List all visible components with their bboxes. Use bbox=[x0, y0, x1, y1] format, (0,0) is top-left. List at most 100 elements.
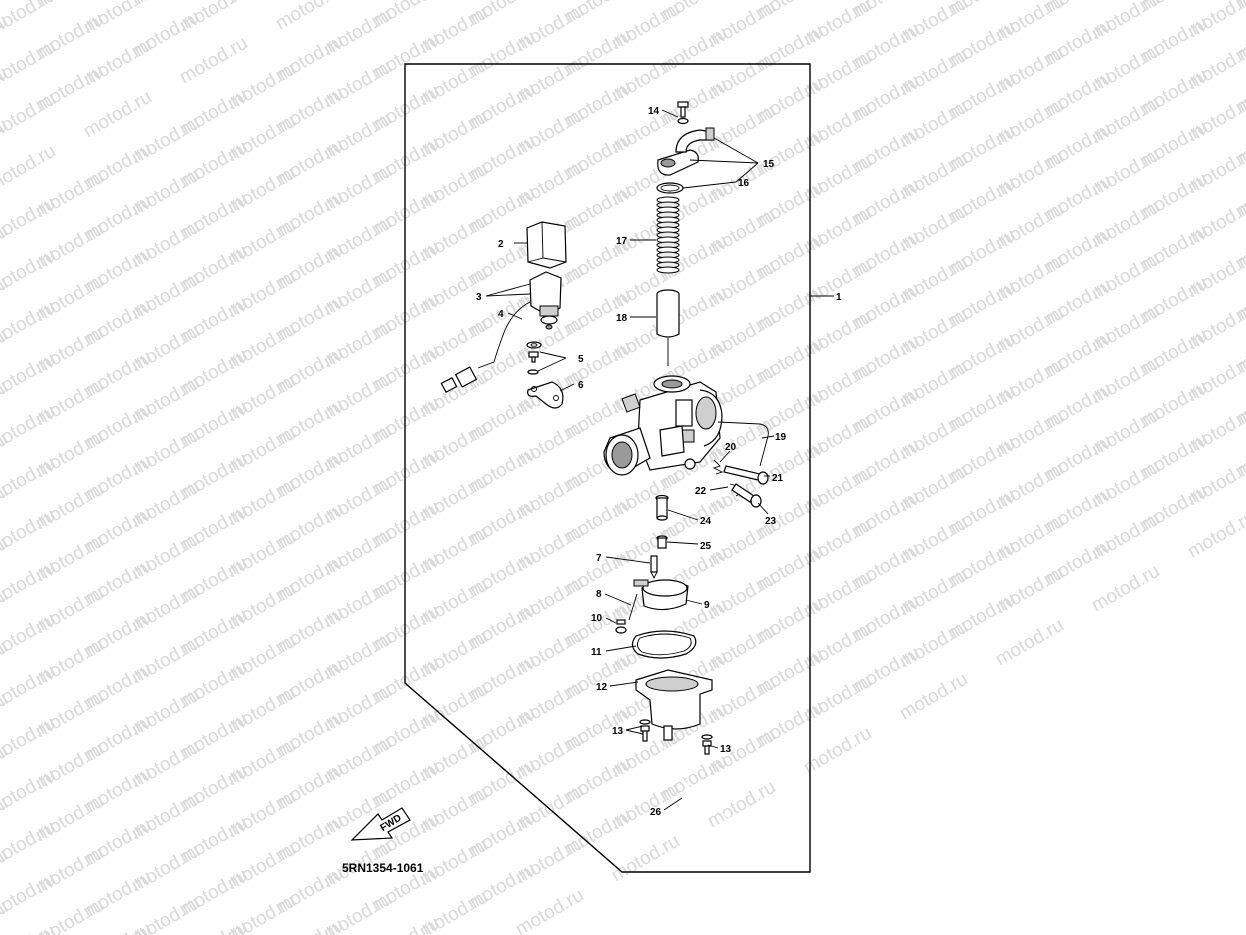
watermark-text: motod.ru bbox=[272, 187, 347, 243]
watermark-text: motod.ru bbox=[1136, 273, 1211, 329]
part-2-cover bbox=[526, 221, 567, 269]
watermark-text: motod.ru bbox=[848, 19, 923, 75]
leader-lines bbox=[485, 109, 834, 811]
watermark-text: motod.ru bbox=[752, 281, 827, 337]
watermark-text: motod.ru bbox=[752, 229, 827, 285]
watermark-text: motod.ru bbox=[1136, 221, 1211, 277]
callout-26: 26 bbox=[650, 807, 662, 818]
watermark-text: motod.ru bbox=[1136, 169, 1211, 225]
callout-6: 6 bbox=[578, 380, 584, 391]
callout-1: 1 bbox=[836, 292, 842, 303]
watermark-text: motod.ru bbox=[176, 85, 251, 141]
watermark-text: motod.ru bbox=[848, 227, 923, 283]
watermark-text: motod.ru bbox=[1040, 223, 1115, 279]
watermark-text: motod.ru bbox=[944, 225, 1019, 281]
callout-12: 12 bbox=[596, 682, 608, 693]
watermark-text: motod.ru bbox=[272, 135, 347, 191]
watermark-text: motod.ru bbox=[0, 297, 59, 353]
watermark-text: motod.ru bbox=[1040, 171, 1115, 227]
part-12-float-bowl bbox=[635, 669, 713, 741]
watermark-text: motod.ru bbox=[272, 447, 347, 503]
watermark-text: motod.ru bbox=[0, 817, 59, 873]
watermark-text: motod.ru bbox=[80, 607, 155, 663]
watermark-text: motod.ru bbox=[368, 757, 443, 813]
callout-3: 3 bbox=[476, 292, 482, 303]
watermark-text: motod.ru bbox=[1040, 535, 1115, 591]
watermark-text: motod.ru bbox=[176, 397, 251, 453]
watermark-text: motod.ru bbox=[464, 443, 539, 499]
watermark-text: motod.ru bbox=[752, 489, 827, 545]
watermark-text: motod.ru bbox=[1040, 327, 1115, 383]
part-4-wire-lead bbox=[440, 301, 531, 394]
part-15-cap-assembly bbox=[657, 127, 715, 176]
part-11-bowl-gasket bbox=[631, 630, 697, 659]
watermark-text: motod.ru bbox=[1040, 275, 1115, 331]
watermark-text: motod.ru bbox=[896, 669, 971, 725]
callout-13-right: 13 bbox=[720, 744, 732, 755]
watermark-text: motod.ru bbox=[80, 399, 155, 455]
watermark-text: motod.ru bbox=[560, 25, 635, 81]
watermark-text: motod.ru bbox=[176, 241, 251, 297]
part-7-needle-valve bbox=[650, 555, 658, 580]
watermark-text: motod.ru bbox=[848, 591, 923, 647]
watermark-text: motod.ru bbox=[752, 645, 827, 701]
watermark-text: motod.ru bbox=[848, 383, 923, 439]
watermark-text: motod.ru bbox=[656, 75, 731, 131]
callout-17: 17 bbox=[616, 236, 628, 247]
watermark-text: motod.ru bbox=[0, 869, 59, 925]
watermark-text: motod.ru bbox=[992, 615, 1067, 671]
watermark-text: motod.ru bbox=[80, 191, 155, 247]
watermark-text: motod.ru bbox=[1136, 325, 1211, 381]
watermark-text: motod.ru bbox=[272, 343, 347, 399]
watermark-text: motod.ru bbox=[176, 605, 251, 661]
watermark-text: motod.ru bbox=[0, 401, 59, 457]
watermark-text: motod.ru bbox=[1136, 481, 1211, 537]
watermark-text: motod.ru bbox=[80, 659, 155, 715]
watermark-text: motod.ru bbox=[464, 859, 539, 915]
watermark-text: motod.ru bbox=[464, 27, 539, 83]
watermark-text: motod.ru bbox=[368, 81, 443, 137]
callout-22: 22 bbox=[695, 486, 707, 497]
watermark-text: motod.ru bbox=[848, 331, 923, 387]
watermark-text: motod.ru bbox=[80, 503, 155, 559]
callout-4: 4 bbox=[498, 309, 504, 320]
watermark-text: motod.ru bbox=[848, 279, 923, 335]
diagram-code: 5RN1354-1061 bbox=[342, 861, 424, 875]
watermark-text: motod.ru bbox=[272, 83, 347, 139]
part-1-carburetor-body bbox=[603, 375, 723, 476]
part-13-screw-left bbox=[639, 719, 651, 742]
watermark-text: motod.ru bbox=[0, 609, 59, 665]
watermark-text: motod.ru bbox=[368, 601, 443, 657]
watermark-text: motod.ru bbox=[80, 295, 155, 351]
watermark-text: motod.ru bbox=[752, 385, 827, 441]
watermark-text: motod.ru bbox=[752, 73, 827, 129]
watermark-text: motod.ru bbox=[80, 867, 155, 923]
watermark-text: motod.ru bbox=[800, 723, 875, 779]
part-3-auto-choke bbox=[529, 271, 562, 330]
watermark-text: motod.ru bbox=[368, 497, 443, 553]
callout-7: 7 bbox=[596, 553, 602, 564]
watermark-text: motod.ru bbox=[752, 541, 827, 597]
watermark-text: motod.ru bbox=[944, 121, 1019, 177]
watermark-text: motod.ru bbox=[80, 243, 155, 299]
watermark-text: motod.ru bbox=[368, 341, 443, 397]
watermark-text: motod.ru bbox=[944, 589, 1019, 645]
watermark-text: motod.ru bbox=[656, 751, 731, 807]
watermark-text: motod.ru bbox=[368, 445, 443, 501]
watermark-text: motod.ru bbox=[512, 885, 587, 935]
watermark-text: motod.ru bbox=[464, 0, 539, 30]
callout-10: 10 bbox=[591, 613, 603, 624]
watermark-text: motod.ru bbox=[368, 185, 443, 241]
callout-11: 11 bbox=[591, 647, 602, 658]
watermark-text: motod.ru bbox=[0, 557, 59, 613]
diagram-frame bbox=[404, 63, 811, 873]
watermark-text: motod.ru bbox=[368, 133, 443, 189]
watermark-text: motod.ru bbox=[944, 433, 1019, 489]
watermark-text: motod.ru bbox=[176, 137, 251, 193]
watermark-text: motod.ru bbox=[1040, 67, 1115, 123]
part-19-hose bbox=[717, 421, 769, 467]
watermark-text: motod.ru bbox=[0, 193, 59, 249]
part-8-float-pin bbox=[628, 593, 638, 621]
watermark-text: motod.ru bbox=[176, 449, 251, 505]
watermark-text: motod.ru bbox=[464, 651, 539, 707]
